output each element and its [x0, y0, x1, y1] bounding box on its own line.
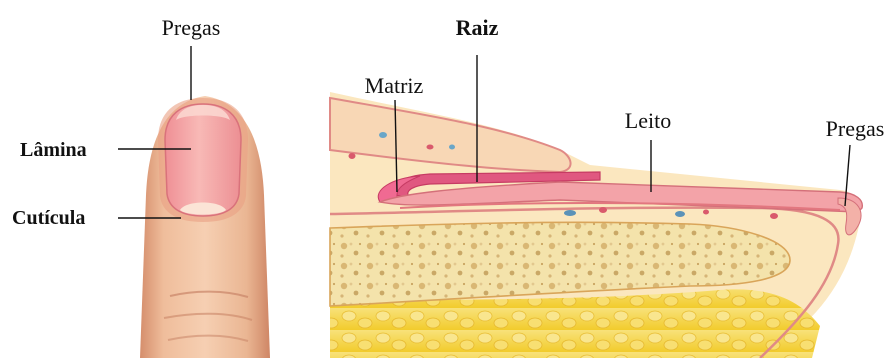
label-matriz: Matriz — [365, 73, 424, 98]
label-cuticula: Cutícula — [12, 207, 85, 229]
label-lamina: Lâmina — [20, 139, 87, 161]
fingertip-front-view — [140, 96, 270, 358]
nail-plate — [165, 104, 241, 216]
label-leito: Leito — [625, 108, 671, 133]
label-side-pregas: Pregas — [826, 116, 885, 141]
nail-cross-section — [330, 92, 862, 358]
label-raiz: Raiz — [456, 15, 499, 40]
label-front-pregas: Pregas — [162, 15, 221, 40]
